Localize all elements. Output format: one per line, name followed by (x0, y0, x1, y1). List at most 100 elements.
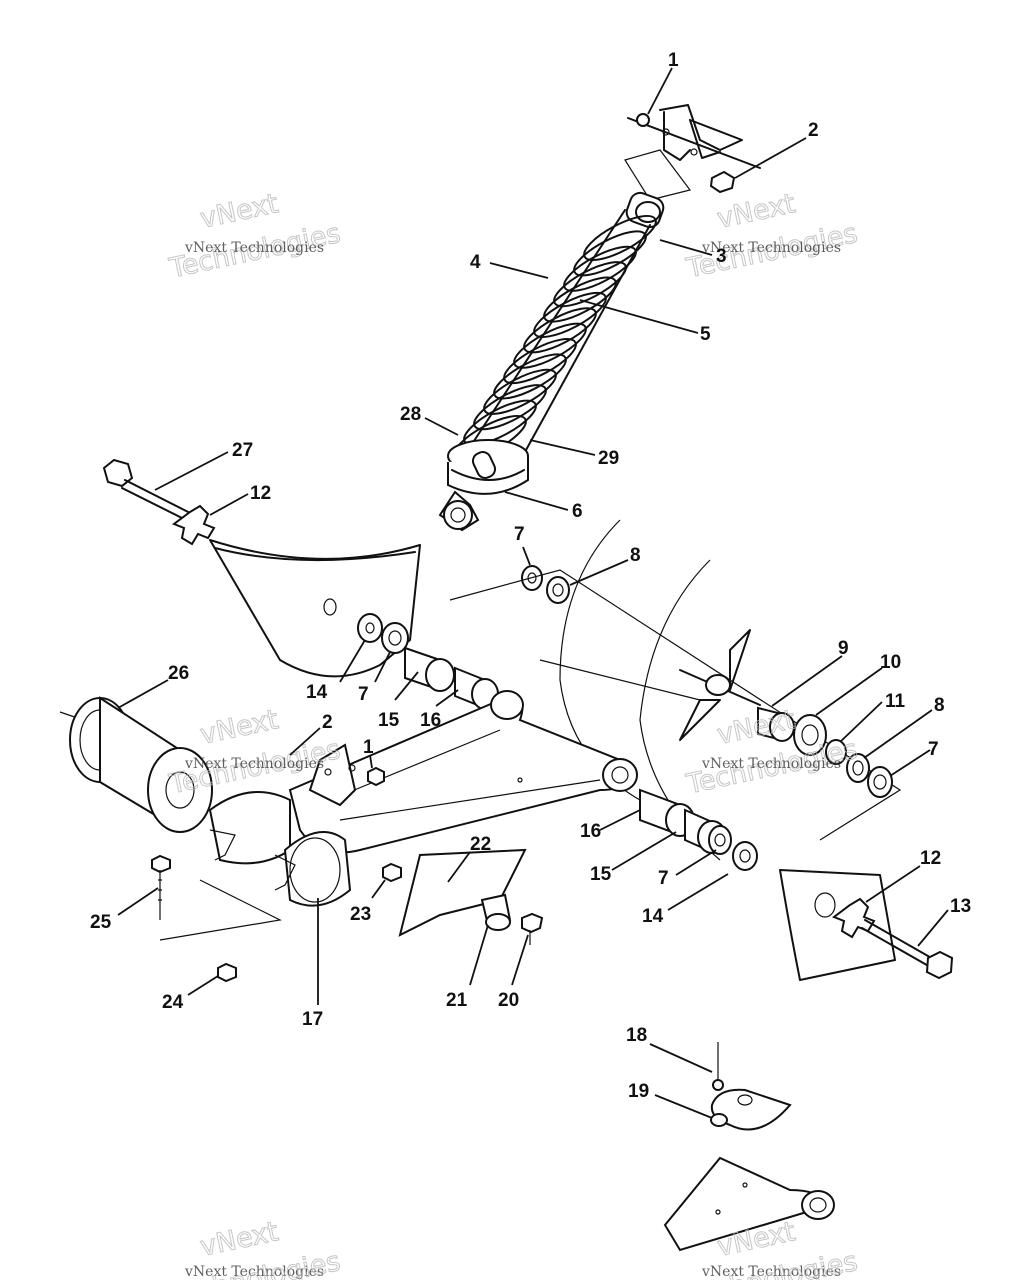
callout-2: 2 (734, 120, 819, 179)
watermark-big-1: vNext (714, 704, 798, 751)
callout-7a: 7 (514, 524, 531, 566)
watermark-small: vNext Technologies (184, 240, 324, 256)
svg-text:14: 14 (306, 682, 328, 703)
right-bushing-stack (639, 788, 758, 871)
upper-mount-bracket (624, 104, 761, 201)
callout-14b: 14 (642, 873, 729, 927)
callout-29: 29 (529, 439, 619, 469)
callout-7d: 7 (658, 849, 717, 889)
spring-coil (523, 307, 597, 354)
svg-text:14: 14 (642, 906, 664, 927)
svg-text:8: 8 (934, 695, 945, 716)
watermark-small: vNext Technologies (701, 240, 841, 256)
svg-text:28: 28 (400, 404, 421, 425)
watermark-big-1: vNext (197, 704, 281, 751)
callout-3: 3 (659, 239, 727, 267)
spring-coil (533, 291, 607, 338)
watermark-1: vNext Technologies vNext Technologies (166, 188, 344, 285)
callout-1: 1 (647, 50, 679, 115)
callout-12b: 12 (865, 848, 941, 903)
svg-text:7: 7 (658, 868, 669, 889)
svg-text:1: 1 (668, 50, 679, 71)
spring-coil (513, 322, 587, 369)
svg-text:9: 9 (838, 638, 849, 659)
watermark-big-1: vNext (714, 188, 798, 235)
svg-text:24: 24 (162, 992, 184, 1013)
callout-12a: 12 (209, 483, 271, 516)
svg-text:11: 11 (885, 691, 906, 712)
spring-coil (563, 245, 637, 292)
callout-4: 4 (470, 252, 549, 279)
callout-7c: 7 (889, 739, 939, 777)
callout-13: 13 (917, 896, 971, 947)
callout-8a: 8 (569, 545, 641, 586)
svg-text:20: 20 (498, 990, 519, 1011)
spring-coil (573, 230, 647, 277)
svg-text:7: 7 (928, 739, 939, 760)
svg-text:5: 5 (700, 324, 711, 345)
svg-text:23: 23 (350, 904, 371, 925)
spring-coil (493, 353, 567, 400)
callout-9: 9 (771, 638, 849, 707)
spring-coil (483, 368, 557, 415)
svg-text:7: 7 (514, 524, 525, 545)
svg-text:27: 27 (232, 440, 253, 461)
callout-28: 28 (400, 404, 459, 436)
spring-coil (583, 214, 657, 262)
svg-text:12: 12 (250, 483, 271, 504)
roller-wheels (59, 696, 352, 907)
callout-17: 17 (302, 898, 323, 1030)
shock-absorber (438, 191, 665, 532)
lower-hardware (151, 848, 544, 983)
callouts: 1 2 3 4 5 28 29 6 27 12 7 8 14 7 15 16 2… (90, 50, 971, 1119)
callout-25: 25 (90, 887, 159, 933)
inset-detail (663, 1042, 835, 1252)
svg-text:25: 25 (90, 912, 112, 933)
svg-text:29: 29 (598, 448, 619, 469)
spring-coil (553, 261, 627, 308)
svg-text:12: 12 (920, 848, 941, 869)
svg-text:4: 4 (470, 252, 481, 273)
svg-text:16: 16 (420, 710, 441, 731)
callout-11: 11 (839, 691, 906, 743)
callout-14a: 14 (306, 639, 366, 703)
callout-2b: 2 (289, 712, 333, 756)
callout-15a: 15 (378, 671, 419, 731)
spring-coil (503, 338, 577, 385)
svg-text:26: 26 (168, 663, 189, 684)
watermark-5: vNext vNext Technologies Technologies (166, 1216, 344, 1280)
a-arm (288, 690, 638, 854)
svg-text:2: 2 (322, 712, 333, 733)
svg-text:8: 8 (630, 545, 641, 566)
idler-hub (679, 629, 893, 798)
svg-text:7: 7 (358, 684, 369, 705)
watermark-small: vNext Technologies (701, 1264, 841, 1280)
callout-10: 10 (815, 652, 901, 716)
callout-15b: 15 (590, 831, 677, 885)
watermark-big-1: vNext (197, 188, 281, 235)
right-plate-and-bolt (779, 869, 954, 981)
left-bushing-stack (357, 565, 570, 710)
callout-20: 20 (498, 934, 529, 1011)
callout-22: 22 (447, 834, 491, 883)
svg-text:18: 18 (626, 1025, 647, 1046)
callout-1b: 1 (363, 737, 374, 769)
spring-coil (473, 384, 547, 431)
callout-7b: 7 (358, 651, 391, 705)
svg-text:15: 15 (378, 710, 400, 731)
watermark-small: vNext Technologies (184, 756, 324, 772)
svg-text:13: 13 (950, 896, 971, 917)
svg-text:6: 6 (572, 501, 583, 522)
watermark-2: vNext Technologies vNext Technologies (683, 188, 861, 285)
callout-18: 18 (626, 1025, 713, 1073)
watermark-4: vNext Technologies vNext Technologies (683, 704, 861, 801)
callout-23: 23 (350, 879, 386, 925)
callout-5: 5 (579, 299, 711, 345)
callout-21: 21 (446, 924, 489, 1011)
watermark-small: vNext Technologies (701, 756, 841, 772)
watermark-big-1: vNext (197, 1216, 281, 1263)
callout-6: 6 (504, 491, 583, 522)
spring-coil (543, 276, 617, 323)
svg-text:15: 15 (590, 864, 612, 885)
